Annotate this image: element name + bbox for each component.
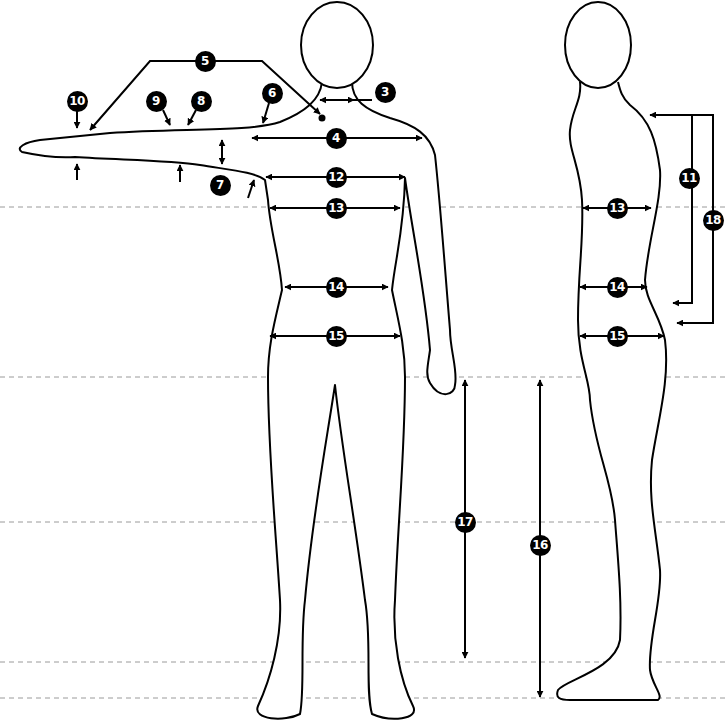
callout-number: 7 <box>210 175 231 196</box>
callout-number: 14 <box>326 277 347 298</box>
callout-number: 18 <box>703 210 724 231</box>
side-figure <box>557 2 666 700</box>
callout-number: 15 <box>607 326 628 347</box>
callout-number: 9 <box>146 91 167 112</box>
callout-number: 15 <box>326 326 347 347</box>
callout-number: 13 <box>326 198 347 219</box>
callout-number: 16 <box>530 535 551 556</box>
callout-number: 11 <box>679 168 700 189</box>
callout-number: 13 <box>607 198 628 219</box>
callout-number: 17 <box>455 512 476 533</box>
callout-number: 14 <box>607 277 628 298</box>
callout-number: 5 <box>195 51 216 72</box>
measure-lines <box>77 61 713 697</box>
callout-number: 8 <box>191 91 212 112</box>
neck-point <box>319 115 326 122</box>
front-figure <box>20 2 456 719</box>
callout-number: 12 <box>326 167 347 188</box>
callout-number: 4 <box>326 128 347 149</box>
callout-number: 6 <box>262 83 283 104</box>
callout-number: 3 <box>375 82 396 103</box>
callout-number: 10 <box>67 91 88 112</box>
